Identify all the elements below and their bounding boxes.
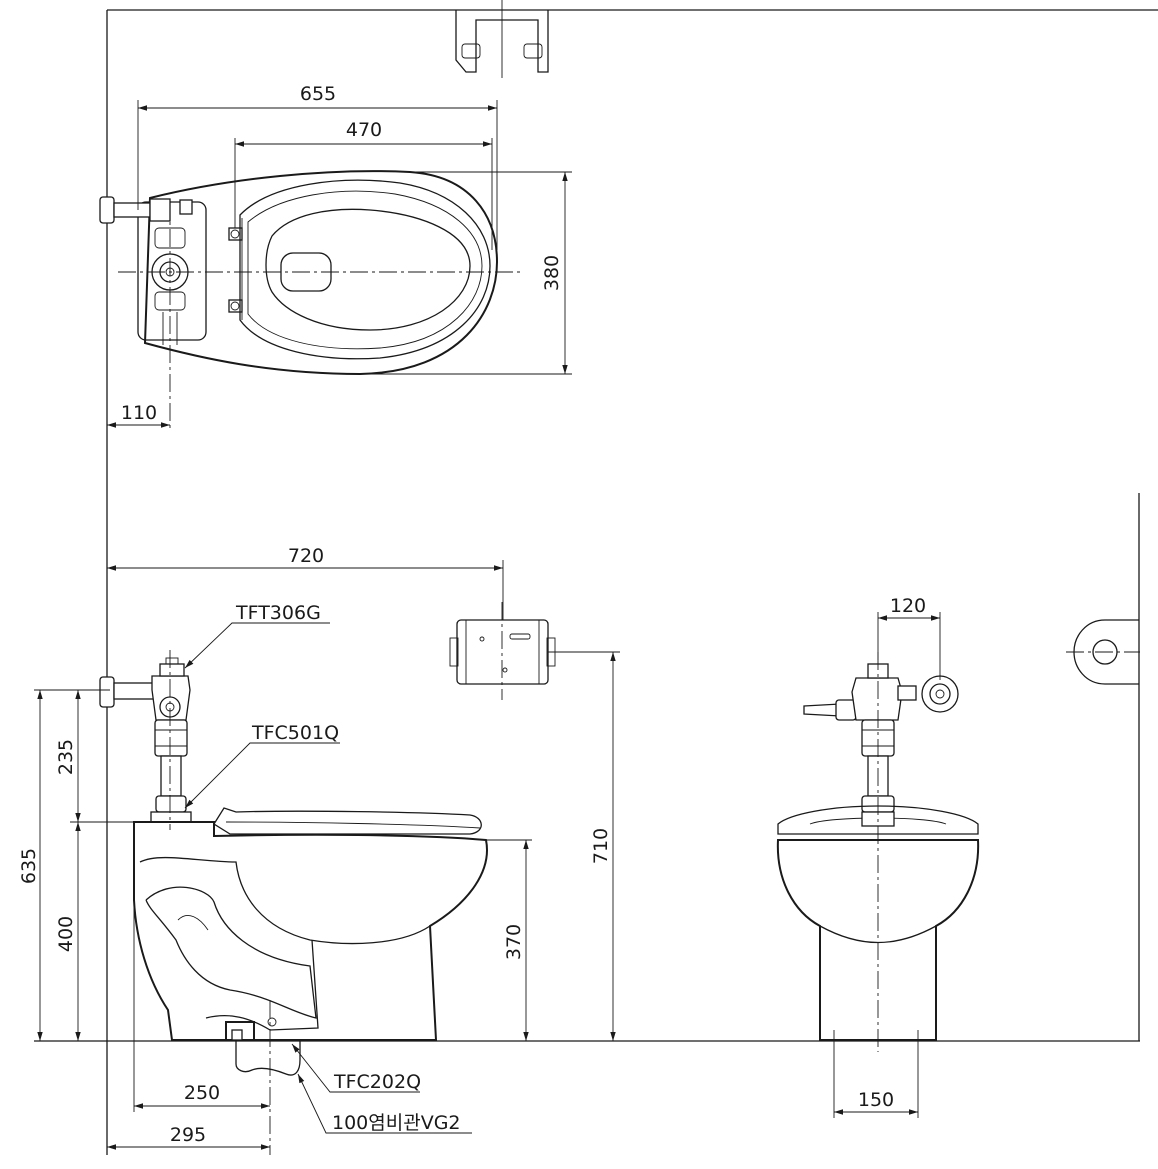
dim-120: 120 <box>890 595 926 617</box>
dim-250: 250 <box>184 1082 220 1104</box>
dim-150: 150 <box>858 1089 894 1111</box>
side-seat <box>213 807 482 835</box>
side-dimensions <box>34 560 620 1150</box>
top-seat <box>239 179 491 360</box>
dim-400: 400 <box>55 916 77 952</box>
part-labels: TFT306G TFC501Q TFC202Q 100염비관VG2 <box>235 602 461 1134</box>
dim-655: 655 <box>300 83 336 105</box>
dimension-labels: 655 470 380 110 720 235 400 635 370 710 … <box>18 83 926 1146</box>
dim-110: 110 <box>121 402 157 424</box>
label-drain-pipe: 100염비관VG2 <box>332 1112 461 1134</box>
dim-295: 295 <box>170 1124 206 1146</box>
top-bowl-opening <box>265 208 471 331</box>
front-flush-valve <box>803 663 959 813</box>
dim-710: 710 <box>590 828 612 864</box>
top-dimensions <box>107 100 572 428</box>
dim-380: 380 <box>541 255 563 291</box>
top-bowl-outline <box>143 170 499 376</box>
side-bowl-body <box>133 821 488 1041</box>
walls-and-floor <box>34 9 1158 1155</box>
front-paper-holder <box>1066 619 1140 685</box>
side-view <box>99 602 556 1155</box>
label-tft306g: TFT306G <box>235 602 321 624</box>
side-flush-valve <box>99 650 192 830</box>
dim-370: 370 <box>503 924 525 960</box>
top-valve-box <box>137 201 207 341</box>
side-paper-holder <box>449 602 556 700</box>
dim-470: 470 <box>346 119 382 141</box>
front-seat <box>777 805 979 835</box>
top-view <box>99 0 549 430</box>
label-tfc202q: TFC202Q <box>333 1071 421 1093</box>
side-outlet-flange <box>225 1000 301 1155</box>
front-dimensions <box>834 612 941 1115</box>
dim-235: 235 <box>55 739 77 775</box>
top-paper-holder <box>455 0 549 78</box>
front-bowl-body <box>776 839 980 1041</box>
front-view <box>776 619 1140 1118</box>
label-tfc501q: TFC501Q <box>251 722 339 744</box>
dim-720: 720 <box>288 545 324 567</box>
dim-635: 635 <box>18 848 40 884</box>
